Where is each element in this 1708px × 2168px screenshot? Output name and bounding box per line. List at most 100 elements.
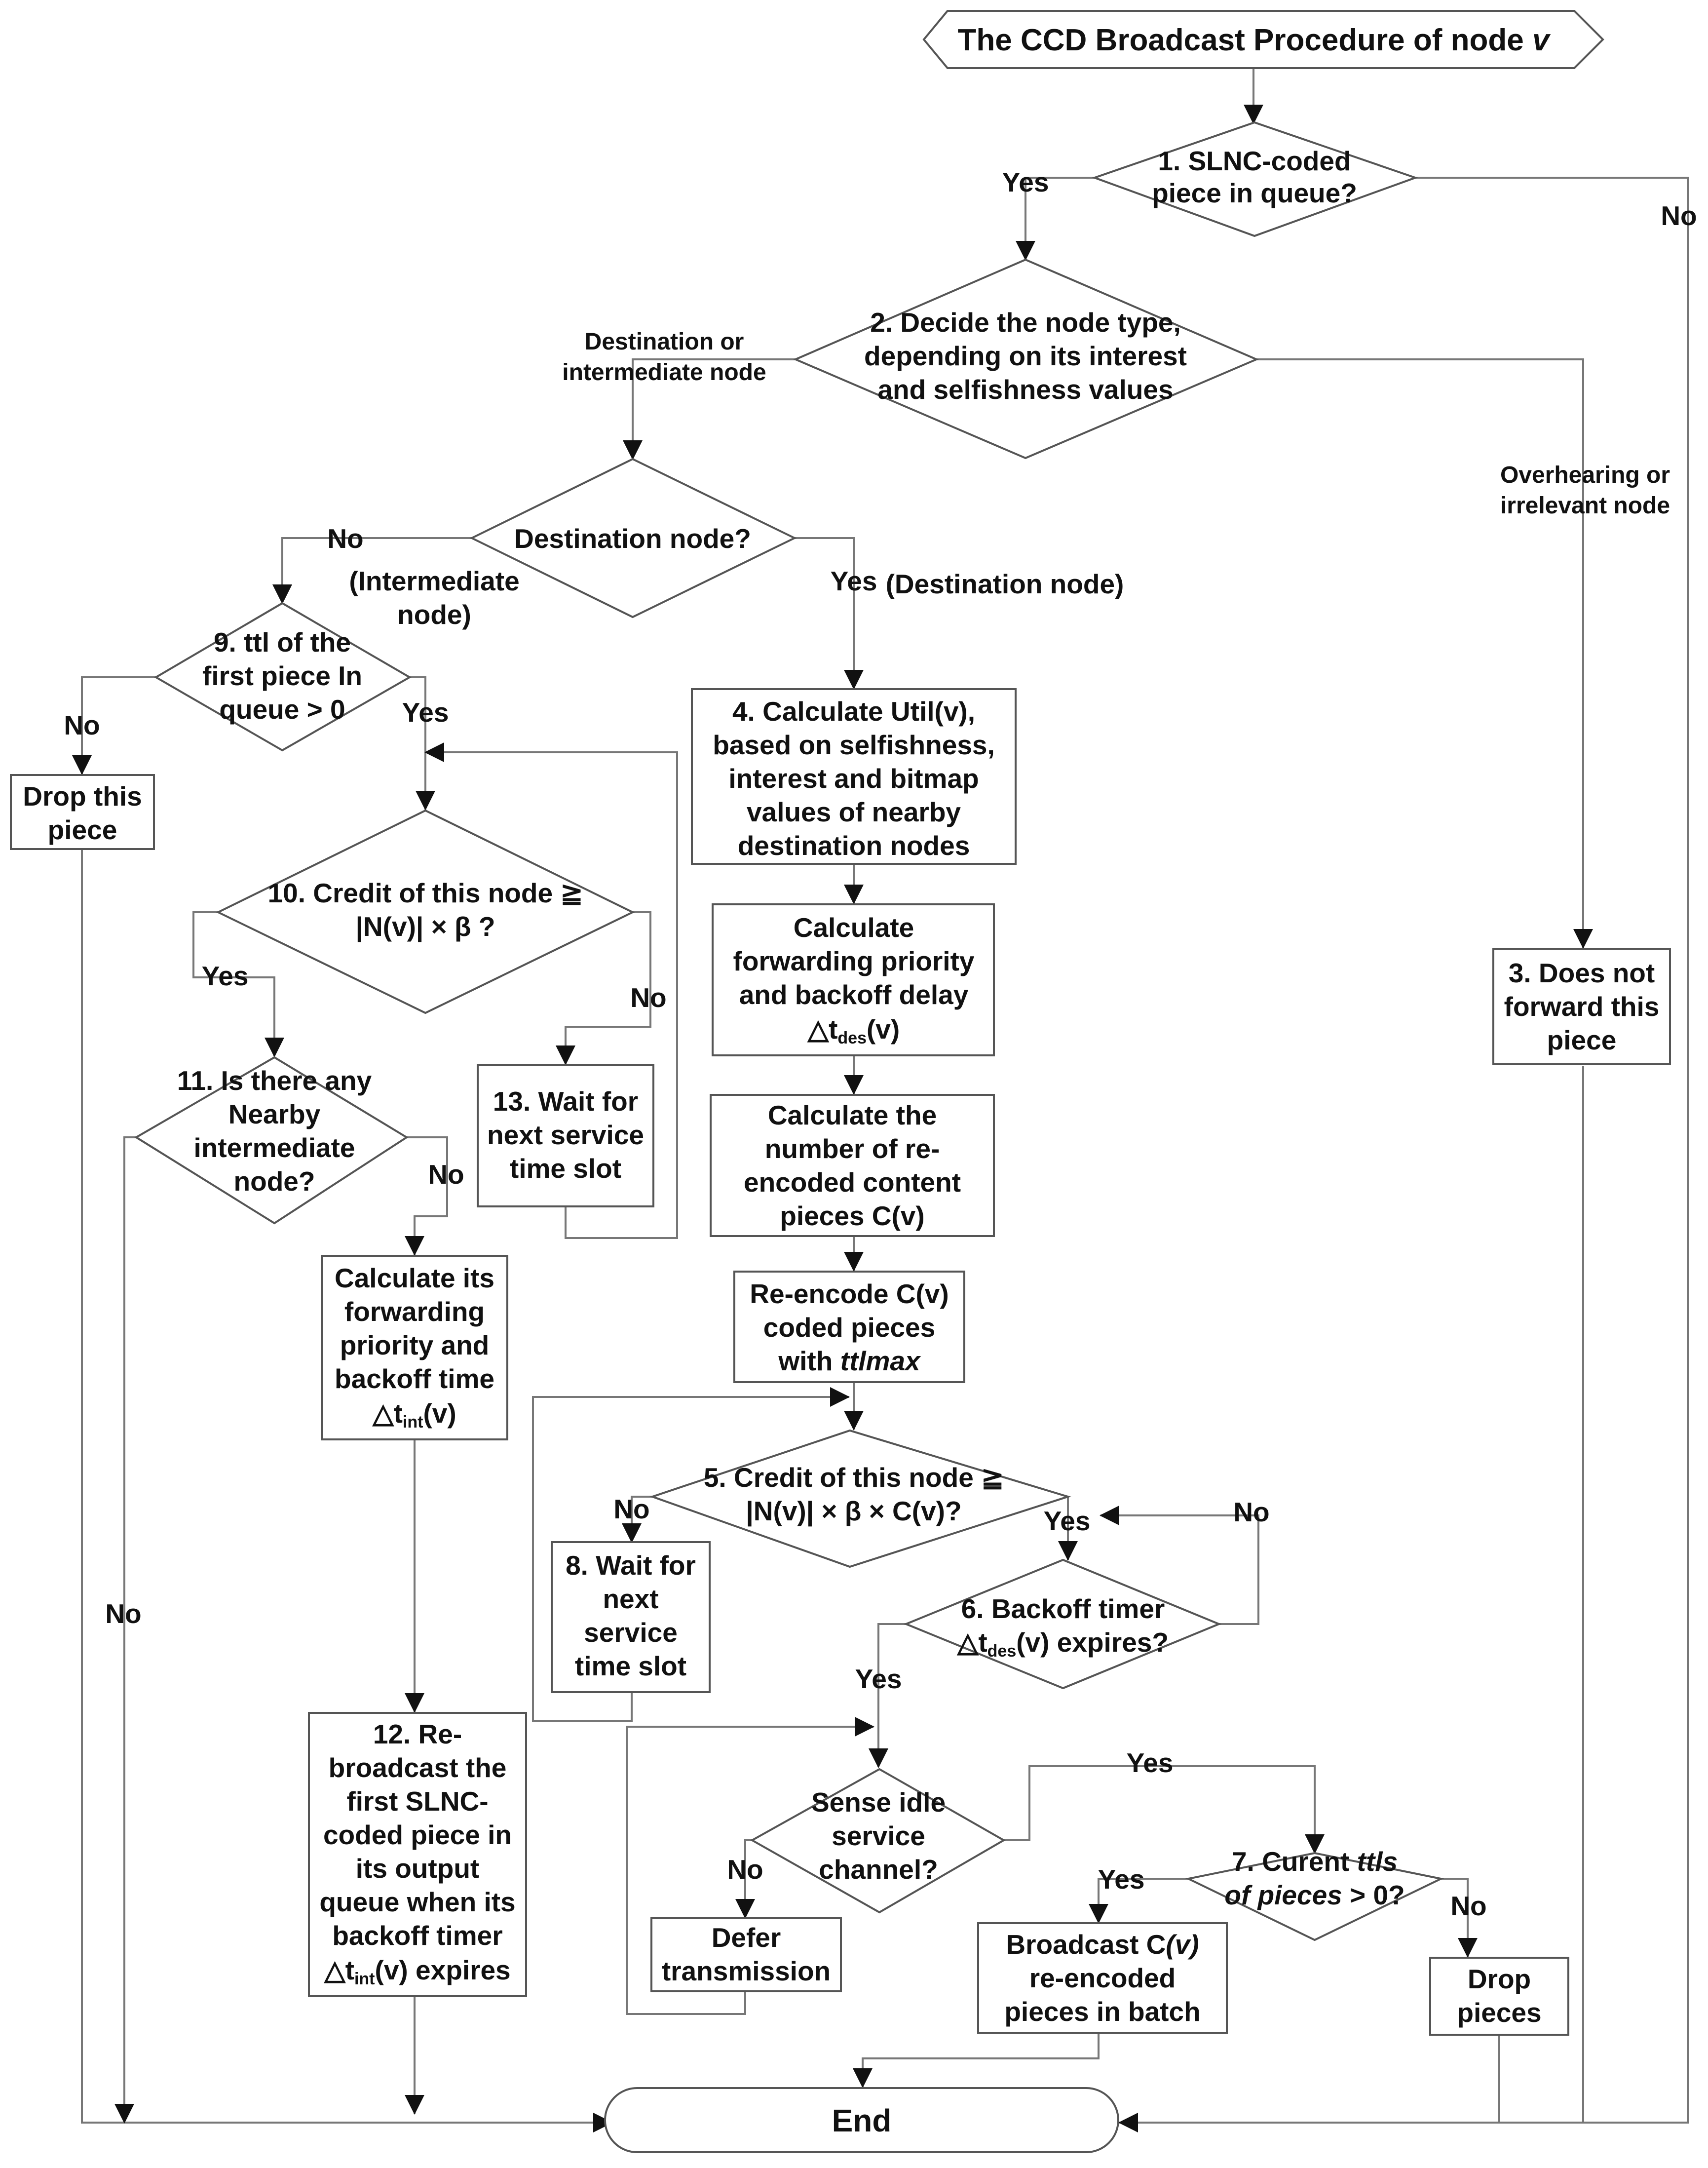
label-d6-no: No [1233,1497,1269,1527]
node-shape [1092,121,1419,237]
label-d1-yes: Yes [1002,167,1049,197]
box-number-reencoded: Calculate the number of re- encoded cont… [710,1094,995,1237]
nodes-drop1-line1: Drop this [23,781,142,812]
nodes-defer-line2: transmission [662,1956,831,1986]
nodes-prio-line2: forwarding priority [733,946,975,976]
nodes-b12-line6: queue when its [319,1887,515,1917]
arrow-d11-no-to-cint [405,1136,448,1256]
nodes-b12-line2: broadcast the [329,1752,507,1783]
nodes-bcast-line1-pre: Broadcast C [1006,1929,1166,1960]
nodes-d9-line1: 9. ttl of the [214,627,351,658]
nodes-b4-line4: values of nearby [747,797,961,827]
nodes-sense-line1: Sense idle [811,1787,946,1818]
node-shape [977,1922,1228,2034]
nodes-drop2-line1: Drop [1468,1964,1531,1994]
start-node: The CCD Broadcast Procedure of node v [922,10,1604,69]
nodes-d7-line2-tail: > 0? [1342,1880,1405,1910]
nodes-d5-line2: |N(v)| × β × C(v)? [746,1496,961,1527]
nodes-bcast-line2: re-encoded [1029,1963,1176,1993]
nodes-d11-line2: Nearby [228,1099,321,1129]
arrow-d2-to-b3 [1256,358,1593,949]
nodes-b12-line8-sub: int [354,1970,375,1988]
box-forwarding-priority-int: Calculate its forwarding priority and ba… [321,1255,508,1440]
svg-text:△tint(v) expires: △tint(v) expires [323,1955,510,1988]
label-d9-no: No [64,710,100,740]
nodes-b4-line2: based on selfishness, [713,730,995,760]
nodes-prio-line4-sub: des [837,1029,867,1047]
nodes-b12-line8-tail: (v) expires [375,1955,511,1985]
node-shape [1492,948,1671,1065]
nodes-b13-line1: 13. Wait for [493,1086,638,1117]
nodes-b8-line1: 8. Wait for [566,1550,696,1581]
nodes-b3-line2: forward this [1504,991,1660,1022]
line-defer-loop [626,1717,874,2015]
nodes-cint-line5-sub: int [403,1413,423,1432]
end-label: End [832,2103,892,2138]
arrow-d1-yes-to-d2 [1016,177,1095,261]
line-d1-no-to-end [1118,177,1689,2132]
node-shape [10,774,155,850]
decision-credit-c: 5. Credit of this node ≧ |N(v)| × β × C(… [649,1429,1071,1568]
nodes-b13-line2: next service [487,1120,644,1150]
nodes-b12-line4: coded piece in [323,1820,512,1850]
arrow-d7-no-to-drop2 [1441,1878,1478,1958]
arrow-d6-yes-to-sense [869,1623,906,1768]
nodes-cint-line3: priority and [340,1330,490,1360]
node-shape [903,1558,1222,1690]
nodes-d6-line2-sub: des [987,1642,1017,1661]
node-shape [750,1768,1006,1914]
node-shape [477,1064,654,1207]
nodes-d11-line3: intermediate [193,1132,355,1163]
nodes-d2-line3: and selfishness values [877,374,1173,405]
label-intermediate: (Intermediate [349,566,519,596]
nodes-prio-line3: and backoff delay [739,979,969,1010]
node-shape [308,1712,527,1997]
node-shape [1185,1852,1444,1941]
nodes-d2-line2: depending on its interest [864,341,1187,371]
node-shape [922,10,1604,69]
node-shape [604,2087,1119,2153]
svg-text:Broadcast C(v): Broadcast C(v) [1006,1929,1199,1960]
decision-backoff-des-expires: 6. Backoff timer △tdes(v) expires? [903,1558,1222,1690]
label-dest-yes: Yes [831,566,877,596]
label-dest-or-intermediate-2: intermediate node [562,359,766,386]
nodes-cint-line4: backoff time [335,1363,494,1394]
label-overhearing: Overhearing or [1500,462,1670,488]
box-does-not-forward: 3. Does not forward this piece [1492,948,1671,1065]
nodes-d7-line1-pre: 7. Curent [1232,1846,1357,1877]
nodes-drop1-line2: piece [48,814,117,845]
label-d11-no: No [428,1159,464,1190]
nodes-start-text: The CCD Broadcast Procedure of node [958,23,1524,57]
nodes-b12-line3: first SLNC- [346,1786,488,1817]
nodes-prio-line4-sym: △t [807,1014,838,1045]
node-shape [710,1094,995,1237]
nodes-d10-line1: 10. Credit of this node ≧ [268,878,583,908]
nodes-cint-line5-tail: (v) [423,1398,456,1429]
nodes-cv-line3: encoded content [744,1167,961,1198]
nodes-b8-line2: next [603,1584,658,1614]
connectors [72,55,1689,2132]
arrow-sense-no-to-defer [735,1839,755,1919]
nodes-d11-line4: node? [234,1166,315,1197]
nodes-dest-text: Destination node? [514,523,751,554]
label-intermediate-2: node) [397,599,471,630]
start-title: The CCD Broadcast Procedure of node v [958,23,1551,57]
arrow-d11-to-end [114,1136,136,2124]
decision-sense-idle: Sense idle service channel? [750,1768,1006,1914]
nodes-reenc-line3-it: ttlmax [840,1346,921,1376]
nodes-d9-line3: queue > 0 [219,694,345,725]
arrow-d10-yes-to-d11 [192,911,284,1057]
label-sense-yes: Yes [1127,1747,1174,1778]
decision-ttl-first-piece: 9. ttl of the first piece In queue > 0 [154,602,412,752]
node-shape [134,1056,409,1225]
nodes-reenc-line1: Re-encode C(v) [750,1278,949,1309]
nodes-drop2-line2: pieces [1457,1997,1541,2028]
node-shape [469,458,797,619]
arrow-drop1-to-end [81,850,613,2132]
node-shape [712,903,995,1056]
label-d6-yes: Yes [855,1664,902,1694]
line-d6-no-loop [1100,1506,1259,1625]
arrow-dest-yes-to-b4 [795,537,864,690]
nodes-d2-line1: 2. Decide the node type, [870,307,1181,338]
label-d9-yes: Yes [402,697,449,728]
